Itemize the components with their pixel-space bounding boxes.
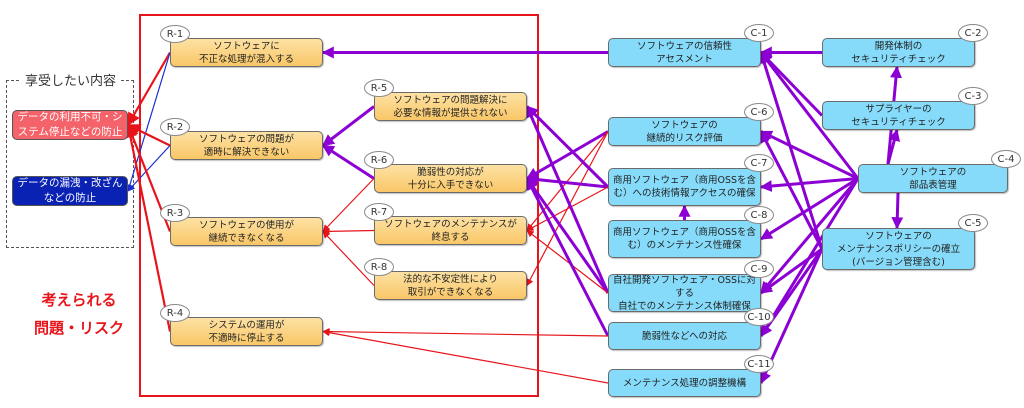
- countermeasure-node-c-9: 自社開発ソフトウェア・OSSに対する 自社でのメンテナンス体制確保: [608, 274, 761, 312]
- goal-availability: データの利用不可・システム停止などの防止: [12, 110, 128, 140]
- node-id-badge: C-5: [958, 214, 988, 232]
- link-c-5-to-c-9: [760, 247, 823, 295]
- risk-node-r-7: ソフトウェアのメンテナンスが 終息する: [374, 216, 527, 245]
- link-r-7-to-r-3: [322, 227, 375, 235]
- link-c-11-to-r-4: [322, 329, 609, 384]
- risk-group-frame: [139, 14, 539, 397]
- link-c-7-to-r-6: [525, 173, 609, 189]
- node-id-badge: R-1: [160, 25, 190, 43]
- node-label: システムの運用が 不適時に停止する: [208, 319, 285, 344]
- node-label: 自社開発ソフトウェア・OSSに対する 自社でのメンテナンス体制確保: [612, 274, 757, 312]
- link-c-4-to-c-5: [891, 192, 904, 230]
- risk-node-r-4: システムの運用が 不適時に停止する: [170, 317, 323, 346]
- link-r-2-to-g-2: [127, 145, 171, 192]
- link-c-10-to-r-6: [525, 177, 610, 337]
- node-label: ソフトウェアの問題が 適時に解決できない: [198, 133, 294, 158]
- node-label: 商用ソフトウェア（商用OSSを含 む）のメンテナンス性確保: [612, 227, 757, 251]
- node-label: ソフトウェアの使用が 継続できなくなる: [198, 219, 294, 244]
- countermeasure-node-c-1: ソフトウェアの信頼性 アセスメント: [608, 38, 761, 67]
- node-id-badge: C-9: [744, 260, 774, 278]
- link-c-4-to-c-9: [759, 177, 860, 294]
- node-id-badge: C-6: [744, 103, 774, 121]
- node-id-badge: C-4: [991, 150, 1021, 168]
- risk-node-r-8: 法的な不安定性により 取引ができなくなる: [374, 271, 527, 300]
- node-label: 脆弱性の対応が 十分に入手できない: [407, 166, 494, 191]
- risks-caption: 考えられる 問題・リスク: [34, 286, 124, 342]
- link-r-1-to-g-2: [126, 52, 171, 192]
- node-id-badge: C-1: [744, 24, 774, 42]
- link-c-7-to-r-7: [526, 186, 609, 232]
- risk-node-r-1: ソフトウェアに 不正な処理が混入する: [170, 38, 323, 67]
- node-label: 商用ソフトウェア（商用OSSを含 む）への技術情報アクセスの確保: [612, 175, 757, 199]
- node-id-badge: R-7: [364, 203, 394, 221]
- link-c-5-to-c-6: [759, 130, 824, 250]
- link-r-4-to-g-1: [123, 123, 172, 332]
- countermeasure-node-c-10: 脆弱性などへの対応: [608, 322, 761, 350]
- node-label: ソフトウェアの メンテナンスポリシーの確立 (バージョン管理含む): [836, 230, 961, 268]
- node-id-badge: R-2: [160, 118, 190, 136]
- node-id-badge: C-11: [744, 355, 774, 373]
- link-r-6-to-r-2: [321, 144, 375, 180]
- link-r-8-to-r-3: [322, 230, 375, 286]
- node-label: 脆弱性などへの対応: [641, 330, 728, 342]
- node-label: ソフトウェアの信頼性 アセスメント: [636, 40, 732, 65]
- risk-node-r-5: ソフトウェアの問題解決に 必要な情報が提供されない: [374, 92, 527, 121]
- link-r-6-to-r-3: [322, 178, 375, 233]
- node-id-badge: R-5: [364, 79, 394, 97]
- link-c-6-to-r-6: [525, 130, 609, 180]
- countermeasure-node-c-5: ソフトウェアの メンテナンスポリシーの確立 (バージョン管理含む): [822, 228, 975, 270]
- node-id-badge: R-4: [160, 304, 190, 322]
- node-id-badge: C-10: [744, 308, 774, 326]
- link-r-5-to-r-2: [322, 105, 375, 147]
- link-c-6-to-r-7: [526, 131, 609, 232]
- node-id-badge: C-3: [958, 87, 988, 105]
- node-label: サプライヤーの セキュリティチェック: [851, 103, 946, 128]
- link-c-9-to-r-7: [526, 230, 609, 294]
- node-id-badge: C-7: [744, 154, 774, 172]
- link-c-4-to-c-7: [759, 177, 859, 193]
- node-label: ソフトウェアの 継続的リスク評価: [646, 119, 723, 144]
- link-r-1-to-g-1: [127, 51, 171, 127]
- risks-caption-line1: 考えられる: [41, 291, 117, 309]
- node-id-badge: C-2: [958, 24, 988, 42]
- link-c-4-to-c-1: [759, 51, 860, 180]
- countermeasure-node-c-8: 商用ソフトウェア（商用OSSを含 む）のメンテナンス性確保: [608, 220, 761, 258]
- risk-node-r-6: 脆弱性の対応が 十分に入手できない: [374, 164, 527, 193]
- node-label: ソフトウェアのメンテナンスが 終息する: [384, 218, 517, 243]
- node-label: 開発体制の セキュリティチェック: [851, 40, 946, 65]
- node-id-badge: C-8: [744, 206, 774, 224]
- link-c-4-to-c-6: [759, 130, 859, 180]
- link-c-9-to-r-6: [525, 177, 610, 294]
- node-label: ソフトウェアの 部品表管理: [899, 166, 967, 191]
- risk-node-r-2: ソフトウェアの問題が 適時に解決できない: [170, 131, 323, 160]
- node-id-badge: R-6: [364, 151, 394, 169]
- node-label: メンテナンス処理の調整機構: [622, 377, 747, 389]
- node-id-badge: R-3: [160, 204, 190, 222]
- node-id-badge: R-8: [364, 258, 394, 276]
- countermeasure-node-c-7: 商用ソフトウェア（商用OSSを含 む）への技術情報アクセスの確保: [608, 168, 761, 206]
- countermeasure-node-c-2: 開発体制の セキュリティチェック: [822, 38, 975, 67]
- countermeasure-node-c-6: ソフトウェアの 継続的リスク評価: [608, 117, 761, 146]
- goal-confidentiality: データの漏洩・改ざんなどの防止: [12, 176, 128, 206]
- link-c-7-to-r-5: [525, 105, 610, 189]
- node-label: ソフトウェアに 不正な処理が混入する: [198, 40, 294, 65]
- risk-node-r-3: ソフトウェアの使用が 継続できなくなる: [170, 217, 323, 246]
- node-label: ソフトウェアの問題解決に 必要な情報が提供されない: [393, 94, 508, 119]
- countermeasure-node-c-3: サプライヤーの セキュリティチェック: [822, 101, 975, 130]
- link-c-5-to-c-1: [758, 51, 824, 250]
- link-c-10-to-r-4: [322, 328, 609, 337]
- link-c-9-to-r-5: [525, 105, 610, 294]
- risks-caption-line2: 問題・リスク: [34, 319, 125, 337]
- countermeasure-node-c-11: メンテナンス処理の調整機構: [608, 369, 761, 397]
- countermeasure-node-c-4: ソフトウェアの 部品表管理: [858, 164, 1008, 193]
- benefits-panel-title: 享受したい内容: [20, 70, 122, 89]
- node-label: 法的な不安定性により 取引ができなくなる: [403, 273, 498, 298]
